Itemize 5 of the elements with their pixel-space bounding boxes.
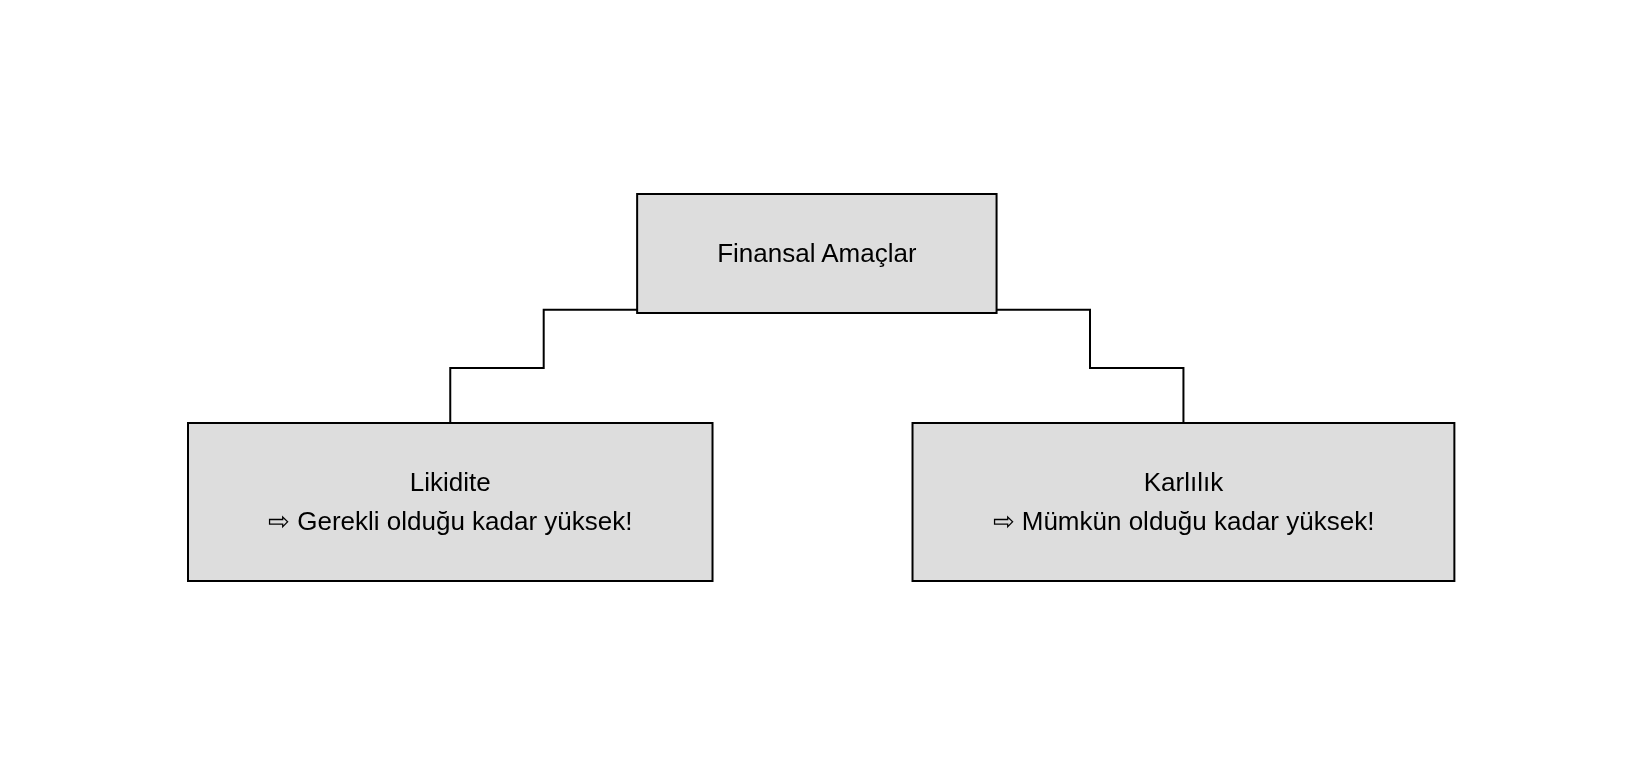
node-box: Likidite ⇨ Gerekli olduğu kadar yüksek! [187, 422, 714, 582]
node-box: Finansal Amaçlar [636, 193, 998, 314]
connector [449, 308, 639, 424]
connector [995, 308, 1185, 424]
node-box: Karlılık ⇨ Mümkün olduğu kadar yüksek! [911, 422, 1456, 582]
